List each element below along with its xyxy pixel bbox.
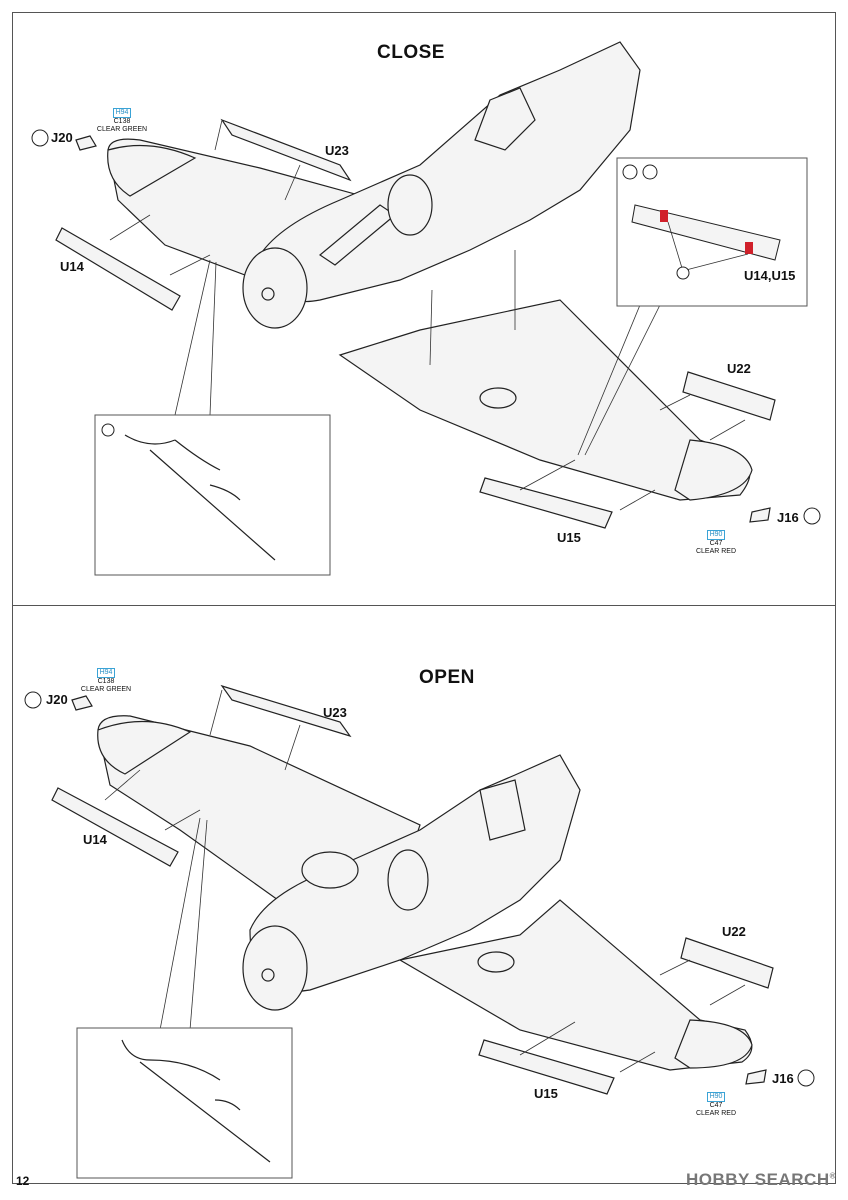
page-number: 12 <box>16 1174 30 1188</box>
open-label-u14: U14 <box>83 832 107 847</box>
open-label-u15: U15 <box>534 1086 558 1101</box>
close-label-j20: J20 <box>51 130 73 145</box>
close-label-u22: U22 <box>727 361 751 376</box>
watermark: HOBBY SEARCH® <box>686 1170 836 1190</box>
left-wingtip <box>97 720 192 775</box>
close-label-u14: U14 <box>60 259 84 274</box>
u15-part <box>479 477 613 529</box>
open-label-u23: U23 <box>323 705 347 720</box>
u22-part <box>682 371 776 421</box>
paint-code: H90 <box>706 1092 726 1102</box>
u23-part <box>220 684 352 738</box>
u14-part <box>51 787 179 867</box>
registered-mark: ® <box>829 1171 836 1181</box>
j20-light <box>75 135 97 151</box>
open-paint-red: H90 C47 CLEAR RED <box>686 1092 746 1118</box>
close-label-j16: J16 <box>777 510 799 525</box>
open-label-j16: J16 <box>772 1071 794 1086</box>
open-label-j20: J20 <box>46 692 68 707</box>
paint-color-code: C138 <box>97 678 115 685</box>
open-label-u22: U22 <box>722 924 746 939</box>
open-panel <box>12 606 836 1184</box>
open-paint-green: H94 C138 CLEAR GREEN <box>76 668 136 694</box>
paint-color-code: C47 <box>709 540 723 547</box>
close-diagram <box>31 41 821 576</box>
close-paint-green: H94 C138 CLEAR GREEN <box>92 108 152 134</box>
u15-part <box>478 1039 615 1095</box>
paint-name: CLEAR RED <box>695 1110 737 1117</box>
open-title: OPEN <box>419 667 475 688</box>
close-panel <box>12 12 836 606</box>
watermark-text: HOBBY SEARCH <box>686 1170 830 1189</box>
right-wingtip <box>674 439 753 501</box>
close-paint-red: H90 C47 CLEAR RED <box>686 530 746 556</box>
spinner <box>242 925 308 1011</box>
paint-code: H94 <box>96 668 116 678</box>
paint-name: CLEAR RED <box>695 548 737 555</box>
u23-part <box>220 118 352 182</box>
canopy <box>479 779 526 841</box>
paint-color-code: C47 <box>709 1102 723 1109</box>
close-label-u14-u15: U14,U15 <box>744 268 796 283</box>
wing-detail-inset <box>94 414 331 576</box>
j20-light <box>71 695 93 711</box>
left-wingtip <box>107 144 197 197</box>
u22-part <box>680 937 774 989</box>
paint-color-code: C138 <box>113 118 131 125</box>
paint-name: CLEAR GREEN <box>96 126 148 133</box>
wing-detail-inset <box>76 1027 293 1179</box>
j16-light <box>749 507 771 523</box>
paint-name: CLEAR GREEN <box>80 686 132 693</box>
canopy <box>474 87 536 151</box>
close-label-u15: U15 <box>557 530 581 545</box>
j16-light <box>745 1069 767 1085</box>
spinner <box>242 247 308 329</box>
u14-part <box>55 227 181 311</box>
close-title: CLOSE <box>377 42 445 63</box>
close-label-u23: U23 <box>325 143 349 158</box>
right-wingtip <box>674 1019 753 1069</box>
